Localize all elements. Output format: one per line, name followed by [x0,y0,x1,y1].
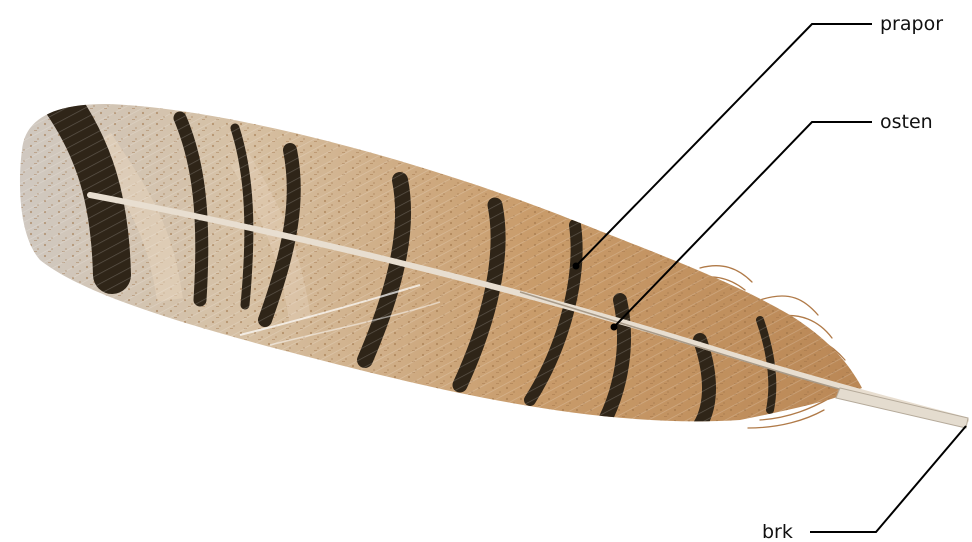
shaft-label: osten [880,111,933,133]
feather-vane [0,90,880,440]
quill-label: brk [762,521,793,542]
feather-quill [836,388,968,428]
shaft-leader-dot [611,324,618,331]
vane-leader-dot [573,263,580,270]
feather-illustration [0,90,968,440]
vane-label: prapor [880,13,943,35]
quill-leader-line [810,426,966,532]
vane-leader-line [576,24,872,266]
